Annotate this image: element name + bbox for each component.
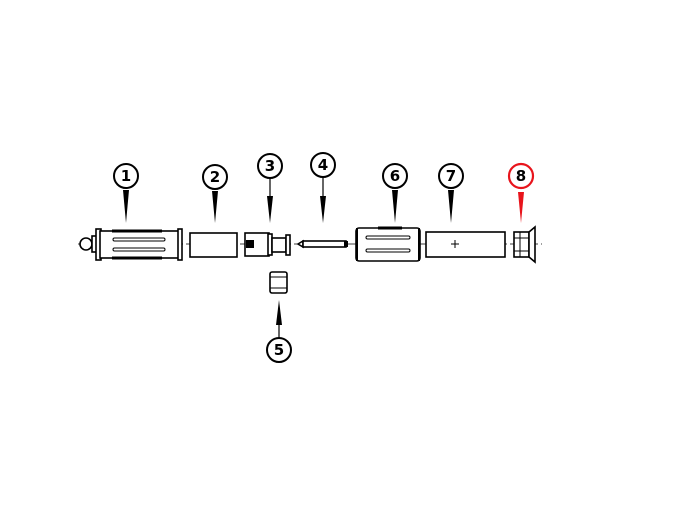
callout-3[interactable]: 3 — [257, 153, 283, 223]
part-1-handle-grip — [79, 228, 183, 261]
leader-arrow-3 — [267, 196, 273, 223]
callout-4[interactable]: 4 — [310, 152, 336, 223]
part-5-bushing — [269, 271, 288, 294]
part-6-grip — [355, 226, 421, 262]
callout-1[interactable]: 1 — [113, 163, 139, 223]
callout-5[interactable]: 5 — [266, 300, 292, 363]
leader-arrow-1 — [123, 190, 129, 223]
part-3-connector — [244, 232, 291, 257]
callout-1-label: 1 — [121, 167, 131, 185]
callout-5-label: 5 — [274, 341, 284, 359]
leader-arrow-4 — [320, 196, 326, 223]
part-7-tube — [425, 231, 506, 258]
callout-4-label: 4 — [318, 156, 328, 174]
part-2-sleeve — [189, 232, 238, 258]
callout-6-label: 6 — [390, 167, 400, 185]
callout-7[interactable]: 7 — [438, 163, 464, 223]
callout-2[interactable]: 2 — [202, 164, 228, 223]
callout-8-highlighted[interactable]: 8 — [507, 162, 535, 223]
leader-arrow-6 — [392, 190, 398, 223]
part-4-pin — [296, 239, 348, 249]
leader-arrow-5 — [276, 300, 282, 325]
callout-7-label: 7 — [446, 167, 456, 185]
leader-arrow-2 — [212, 191, 218, 223]
leader-arrow-8 — [518, 192, 524, 223]
callout-6[interactable]: 6 — [382, 163, 408, 223]
part-8-end-cap — [513, 225, 536, 264]
callout-8-label: 8 — [516, 167, 526, 185]
callout-3-label: 3 — [265, 157, 275, 175]
leader-arrow-7 — [448, 190, 454, 223]
callout-2-label: 2 — [210, 168, 220, 186]
